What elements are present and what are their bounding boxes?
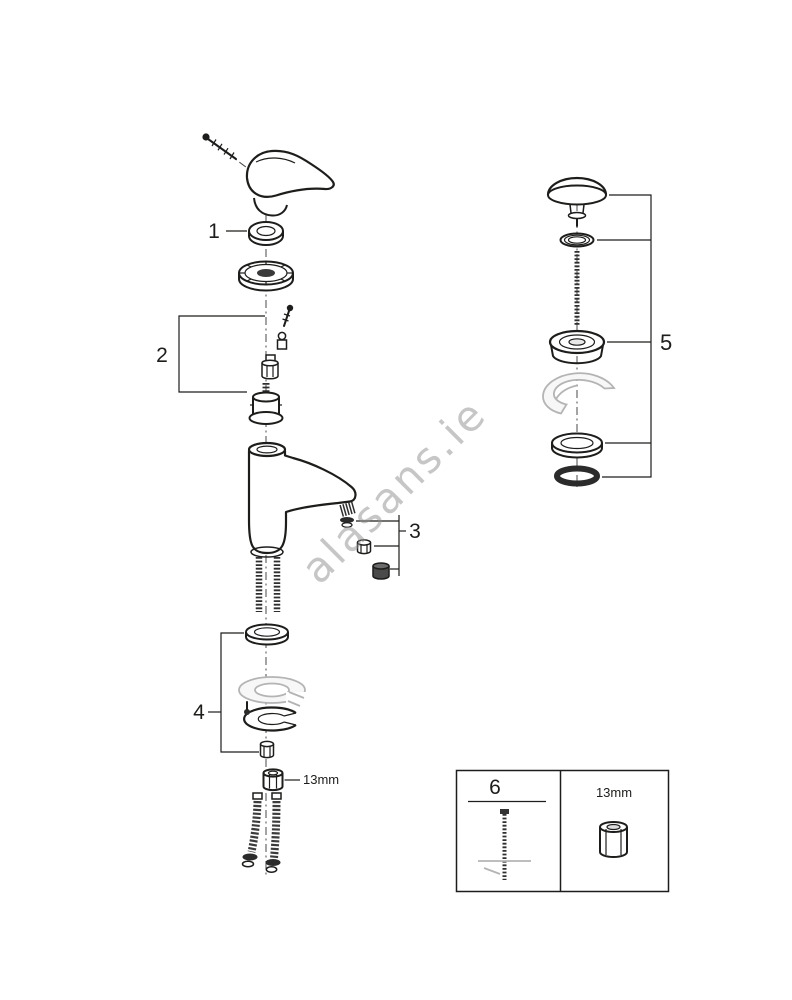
legend-frame [455, 769, 670, 893]
spout-nut-part [356, 539, 372, 555]
callout-1-label: 1 [208, 220, 220, 243]
connector-part [261, 354, 279, 380]
hex-nut-13mm-part: 13mm [262, 768, 339, 792]
aerator [339, 501, 357, 517]
lever-handle [245, 149, 335, 217]
callout-5: 5 [597, 194, 672, 478]
drain-plug-part [546, 176, 608, 227]
drain-flange-part [548, 329, 606, 365]
handle-fixing-screw-part [282, 304, 294, 327]
drain-ring-part [551, 432, 603, 459]
escutcheon-ring-part [238, 260, 294, 292]
legend-nut-drawing [599, 821, 628, 858]
spout-sleeve-part [372, 562, 390, 580]
spout-seal-part [340, 517, 354, 528]
supply-hoses [241, 792, 282, 873]
cap-ring-part [248, 221, 284, 246]
mounting-clamp-part [243, 701, 297, 732]
drain-assembly: 5 [542, 176, 672, 487]
callout-2-bracket [178, 315, 265, 393]
callout-3: 3 [356, 515, 421, 576]
legend-box: 6 13mm [455, 769, 670, 893]
callout-2: 2 [156, 315, 265, 393]
faucet-body [247, 441, 357, 558]
callout-4-bracket [220, 632, 259, 753]
stud-nut-part [259, 740, 275, 759]
callout-4-label: 4 [193, 701, 205, 724]
legend-nut-size: 13mm [596, 785, 632, 800]
drain-gray-wedge-part [542, 372, 616, 415]
callout-5-bracket [602, 194, 652, 478]
callout-5-label: 5 [660, 330, 672, 355]
threaded-studs [255, 557, 281, 612]
drain-washer-part [559, 232, 595, 248]
cartridge-part [248, 383, 284, 425]
legend-stud-drawing [478, 809, 531, 880]
callout-1: 1 [208, 220, 247, 243]
legend-part-number: 6 [489, 776, 501, 799]
nut-size-label: 13mm [303, 772, 339, 787]
drain-seal-ring-part [554, 465, 600, 487]
callout-3-label: 3 [409, 520, 421, 543]
rubber-gasket-part [238, 676, 310, 707]
base-washer-part [245, 623, 289, 646]
handle-screw [202, 133, 237, 160]
callout-2-label: 2 [156, 344, 168, 367]
faucet-assembly: 1 2 [156, 133, 421, 878]
valve-adapter-part [276, 331, 288, 350]
callout-4: 4 [193, 632, 259, 753]
